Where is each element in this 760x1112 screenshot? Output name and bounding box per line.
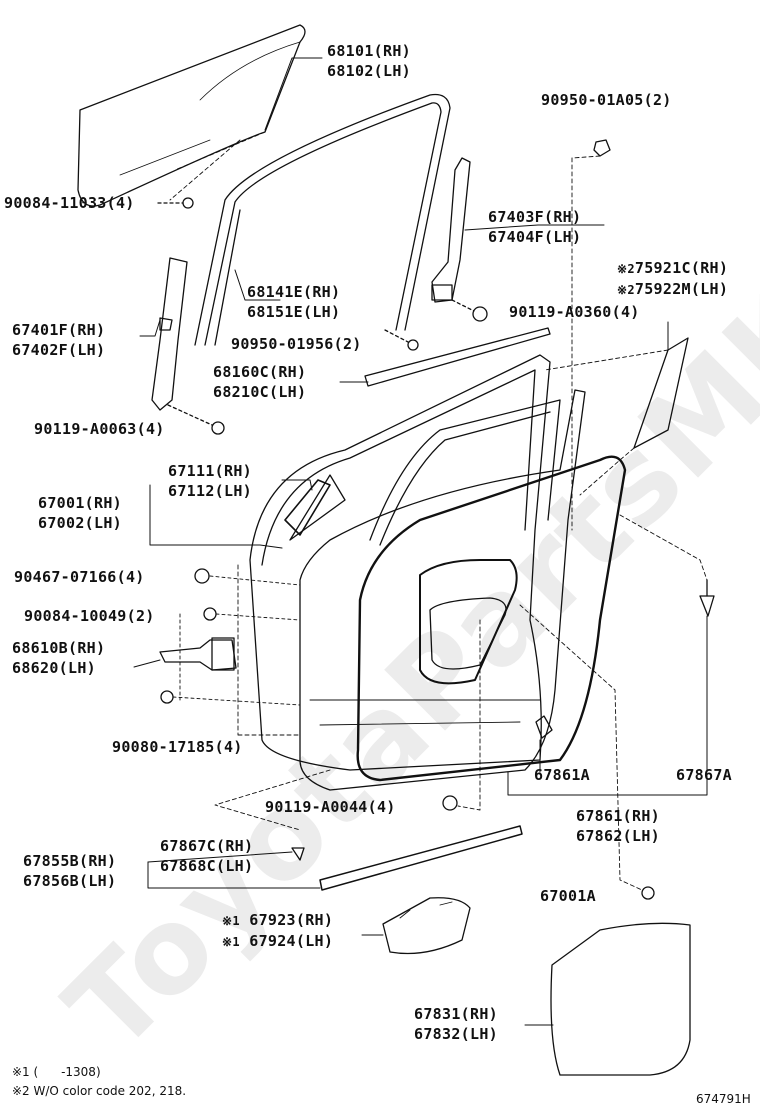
clip-67861a-icon: [535, 715, 553, 739]
label-bolt-check: 90080-17185(4): [112, 738, 243, 756]
label-belt-weatherstrip: 68160C(RH)68210C(LH): [213, 363, 307, 401]
check-bolt-icon: [160, 690, 301, 706]
label-glass: 68101(RH)68102(LH): [327, 42, 411, 80]
hinge-bolt-icon: [194, 568, 210, 584]
front-channel-drawing: [431, 157, 471, 303]
label-clip-lower: 67867C(RH)67868C(LH): [160, 837, 254, 875]
label-molding: ※275921C(RH)※275922M(LH): [617, 259, 729, 298]
rear-channel-bolt-icon: [167, 404, 225, 435]
label-bolt-glass: 90084-11033(4): [4, 194, 135, 212]
label-rear-channel: 67401F(RH)67402F(LH): [12, 321, 106, 359]
belt-weatherstrip-drawing: [364, 327, 551, 387]
door-panel-drawing: [249, 354, 586, 791]
label-cover: 67111(RH)67112(LH): [168, 462, 252, 500]
hinge-bolt-b-icon: [203, 607, 217, 621]
cover-drawing: [284, 479, 331, 536]
door-glass-drawing: [77, 24, 306, 207]
label-pad: ※1 67923(RH)※1 67924(LH): [222, 911, 334, 950]
footnote-2: ※2 W/O color code 202, 218.: [12, 1084, 187, 1098]
run-channel-drawing: [194, 93, 451, 346]
label-service-hole-cover: 67831(RH)67832(LH): [414, 1005, 498, 1043]
lower-bolt-icon: [442, 619, 481, 811]
label-door-check: 68610B(RH)68620(LH): [12, 639, 106, 677]
door-check-drawing: [159, 637, 237, 671]
weatherstrip-drawing: [356, 455, 627, 782]
label-clip-run: 90950-01956(2): [231, 335, 362, 353]
label-clip-top: 90950-01A05(2): [541, 91, 672, 109]
molding-drawing: [633, 337, 689, 449]
footnote-1: ※1 ( -1308): [12, 1065, 101, 1079]
label-front-channel: 67403F(RH)67404F(LH): [488, 208, 582, 246]
rear-channel-drawing: [151, 257, 188, 411]
label-clip-67867a: 67867A: [676, 766, 732, 784]
label-bolt-hinge-a: 90467-07166(4): [14, 568, 145, 586]
label-bolt-hinge-b: 90084-10049(2): [24, 607, 155, 625]
glass-bolt-icon: [157, 197, 194, 209]
label-door-panel: 67001(RH)67002(LH): [38, 494, 122, 532]
label-clip-67861a: 67861A: [534, 766, 590, 784]
top-clip-icon: [571, 139, 611, 531]
label-lower-weatherstrip: 67855B(RH)67856B(LH): [23, 852, 117, 890]
label-bolt-front-channel: 90119-A0360(4): [509, 303, 640, 321]
label-run-channel: 68141E(RH)68151E(LH): [247, 283, 341, 321]
label-bolt-lower: 90119-A0044(4): [265, 798, 396, 816]
service-hole-cover-drawing: [550, 922, 691, 1076]
lower-weatherstrip-drawing: [319, 825, 523, 891]
plug-icon: [641, 886, 655, 900]
front-channel-bolt-icon: [451, 299, 488, 322]
label-plug: 67001A: [540, 887, 596, 905]
figure-id: 674791H: [696, 1092, 751, 1106]
clip-67867a-icon: [699, 579, 715, 617]
lower-clip-icon: [291, 847, 305, 861]
label-weatherstrip: 67861(RH)67862(LH): [576, 807, 660, 845]
label-bolt-rear-channel: 90119-A0063(4): [34, 420, 165, 438]
run-clip-icon: [384, 329, 419, 351]
leader-lines: [133, 57, 708, 1026]
pad-drawing: [382, 897, 471, 955]
